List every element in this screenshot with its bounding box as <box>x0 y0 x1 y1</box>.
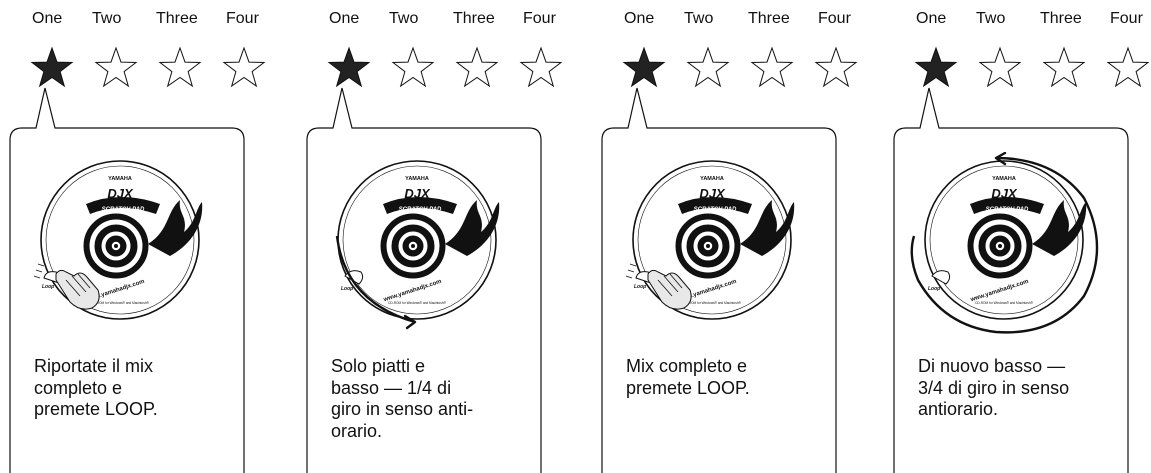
beat-label-three: Three <box>453 10 495 27</box>
disc-logo-text: DJX <box>107 186 134 201</box>
disc-scratch-pad-text: SCRATCH PAD <box>986 207 1029 213</box>
disc-scratch-pad-text: SCRATCH PAD <box>399 207 442 213</box>
empty-star-icon <box>158 46 202 88</box>
loop-button-label: Loop <box>341 286 353 292</box>
filled-star-icon <box>327 46 371 88</box>
beat-label-one: One <box>329 10 360 27</box>
disc-scratch-pad-text: SCRATCH PAD <box>694 207 737 213</box>
loop-button-label: Loop <box>928 286 940 292</box>
callout-bubble <box>601 87 837 473</box>
disc-small-text: CD-ROM for Windows® and Macintosh® <box>975 301 1033 305</box>
disc-brand-text: YAMAHA <box>108 176 132 182</box>
flame-graphic <box>1032 200 1087 256</box>
step-caption: Di nuovo basso — 3/4 di giro in senso an… <box>918 356 1070 419</box>
empty-star-icon <box>222 46 266 88</box>
disc-logo-text: DJX <box>991 186 1018 201</box>
flame-graphic <box>740 200 795 256</box>
loop-button-label: Loop <box>634 284 646 290</box>
beat-label-four: Four <box>1110 10 1143 27</box>
beat-label-four: Four <box>226 10 259 27</box>
empty-star-icon <box>519 46 563 88</box>
empty-star-icon <box>1042 46 1086 88</box>
beat-label-two: Two <box>389 10 419 27</box>
press-loop-hand-icon: Loop <box>625 263 692 310</box>
callout-bubble <box>306 87 542 473</box>
disc-small-text: CD-ROM for Windows® and Macintosh® <box>91 301 149 305</box>
beat-label-four: Four <box>523 10 556 27</box>
empty-star-icon <box>978 46 1022 88</box>
flame-graphic <box>148 200 203 256</box>
empty-star-icon <box>455 46 499 88</box>
disc-scratch-pad-text: SCRATCH PAD <box>102 207 145 213</box>
callout-bubble <box>893 87 1129 473</box>
beat-label-three: Three <box>156 10 198 27</box>
disc-logo-text: DJX <box>404 186 431 201</box>
rotation-arrow-icon: Loop <box>910 151 1099 334</box>
beat-label-two: Two <box>92 10 122 27</box>
beat-label-three: Three <box>1040 10 1082 27</box>
beat-label-two: Two <box>976 10 1006 27</box>
empty-star-icon <box>391 46 435 88</box>
empty-star-icon <box>686 46 730 88</box>
empty-star-icon <box>1106 46 1150 88</box>
empty-star-icon <box>814 46 858 88</box>
disc-small-text: CD-ROM for Windows® and Macintosh® <box>683 301 741 305</box>
step-caption: Riportate il mix completo e premete LOOP… <box>34 356 158 419</box>
beat-label-one: One <box>32 10 63 27</box>
flame-graphic <box>445 200 500 256</box>
beat-label-four: Four <box>818 10 851 27</box>
callout-bubble <box>9 87 245 473</box>
beat-label-one: One <box>624 10 655 27</box>
beat-label-one: One <box>916 10 947 27</box>
beat-label-two: Two <box>684 10 714 27</box>
rotation-arrow-icon: Loop <box>335 235 417 330</box>
filled-star-icon <box>30 46 74 88</box>
empty-star-icon <box>750 46 794 88</box>
filled-star-icon <box>914 46 958 88</box>
step-caption: Solo piatti e basso — 1/4 di giro in sen… <box>331 356 474 441</box>
empty-star-icon <box>94 46 138 88</box>
beat-label-three: Three <box>748 10 790 27</box>
step-caption: Mix completo e premete LOOP. <box>626 356 750 398</box>
disc-brand-text: YAMAHA <box>700 176 724 182</box>
disc-brand-text: YAMAHA <box>992 176 1016 182</box>
disc-logo-text: DJX <box>699 186 726 201</box>
loop-button-label: Loop <box>42 284 54 290</box>
disc-small-text: CD-ROM for Windows® and Macintosh® <box>388 301 446 305</box>
disc-brand-text: YAMAHA <box>405 176 429 182</box>
press-loop-hand-icon: Loop <box>33 263 100 310</box>
filled-star-icon <box>622 46 666 88</box>
